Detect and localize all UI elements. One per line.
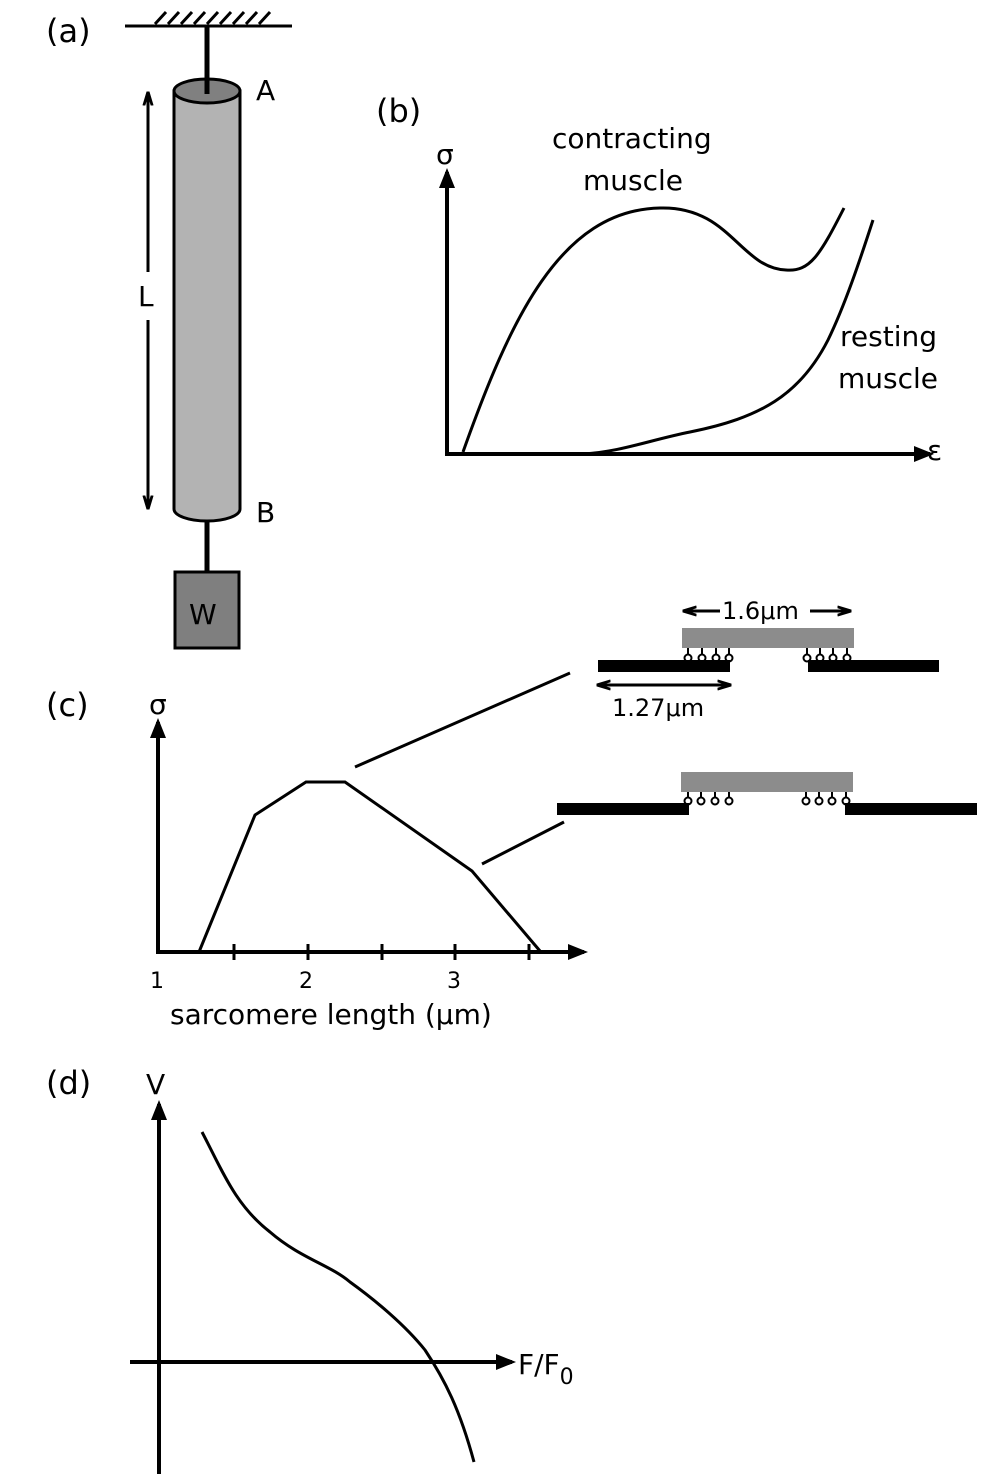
actin-filament-left-lower xyxy=(557,803,689,815)
panel-d-x-axis-label: F/F0 xyxy=(518,1348,574,1390)
contracting-label-line1: contracting xyxy=(552,122,712,155)
connector-line-upper xyxy=(354,671,571,769)
panel-c-tick-1: 1 xyxy=(150,969,164,994)
panel-a-tag: (a) xyxy=(46,12,91,50)
panel-c: (c) σ 1 2 3 sarcomere length (μm) xyxy=(46,597,977,1031)
myosin-filament-lower xyxy=(681,772,853,792)
panel-c-ticks xyxy=(232,944,531,960)
sarcomere-lower xyxy=(557,772,977,815)
panel-c-y-axis-label: σ xyxy=(149,688,167,721)
force-velocity-curve xyxy=(200,1131,476,1463)
panel-b-tag: (b) xyxy=(376,92,421,130)
weight-box xyxy=(173,570,241,650)
weight-label: W xyxy=(189,598,217,631)
muscle-rod-body xyxy=(172,89,242,523)
actin-filament-right-upper xyxy=(808,660,939,672)
actin-length-label: 1.27μm xyxy=(612,694,704,722)
myosin-filament-upper xyxy=(682,628,854,648)
sarcomere-upper: 1.6μm 1.27μm xyxy=(598,597,939,722)
resting-muscle-curve xyxy=(582,219,875,456)
connector-line-lower xyxy=(481,820,565,866)
resting-label-line2: muscle xyxy=(838,362,938,395)
panel-d: (d) V F/F0 xyxy=(46,1064,574,1474)
myosin-length-label: 1.6μm xyxy=(722,597,799,625)
actin-filament-left-upper xyxy=(598,660,730,672)
contracting-label-line2: muscle xyxy=(583,164,683,197)
panel-d-y-axis-label: V xyxy=(146,1068,165,1101)
cross-bridges-lower xyxy=(683,792,851,806)
panel-c-tick-2: 2 xyxy=(299,969,313,994)
point-a-label: A xyxy=(256,74,275,107)
cross-bridges-upper xyxy=(683,648,852,663)
panel-d-tag: (d) xyxy=(46,1064,91,1102)
panel-c-x-axis-label: sarcomere length (μm) xyxy=(170,998,492,1031)
panel-d-x-axis-main: F/F xyxy=(518,1348,560,1381)
panel-c-tag: (c) xyxy=(46,686,89,724)
panel-d-x-axis-subscript: 0 xyxy=(560,1365,574,1390)
ceiling-hatch xyxy=(153,10,272,26)
contracting-muscle-curve xyxy=(461,206,846,453)
length-label: L xyxy=(138,280,154,313)
panel-b: (b) σ ε contracting muscle resting muscl… xyxy=(376,92,942,467)
actin-filament-right-lower xyxy=(845,803,977,815)
panel-b-x-axis-label: ε xyxy=(927,434,942,467)
resting-label-line1: resting xyxy=(840,320,937,353)
length-tension-curve xyxy=(197,780,542,953)
panel-c-tick-3: 3 xyxy=(447,969,461,994)
point-b-label: B xyxy=(256,496,275,529)
panel-a: (a) A B L W xyxy=(46,10,292,650)
panel-b-y-axis-label: σ xyxy=(436,138,454,171)
